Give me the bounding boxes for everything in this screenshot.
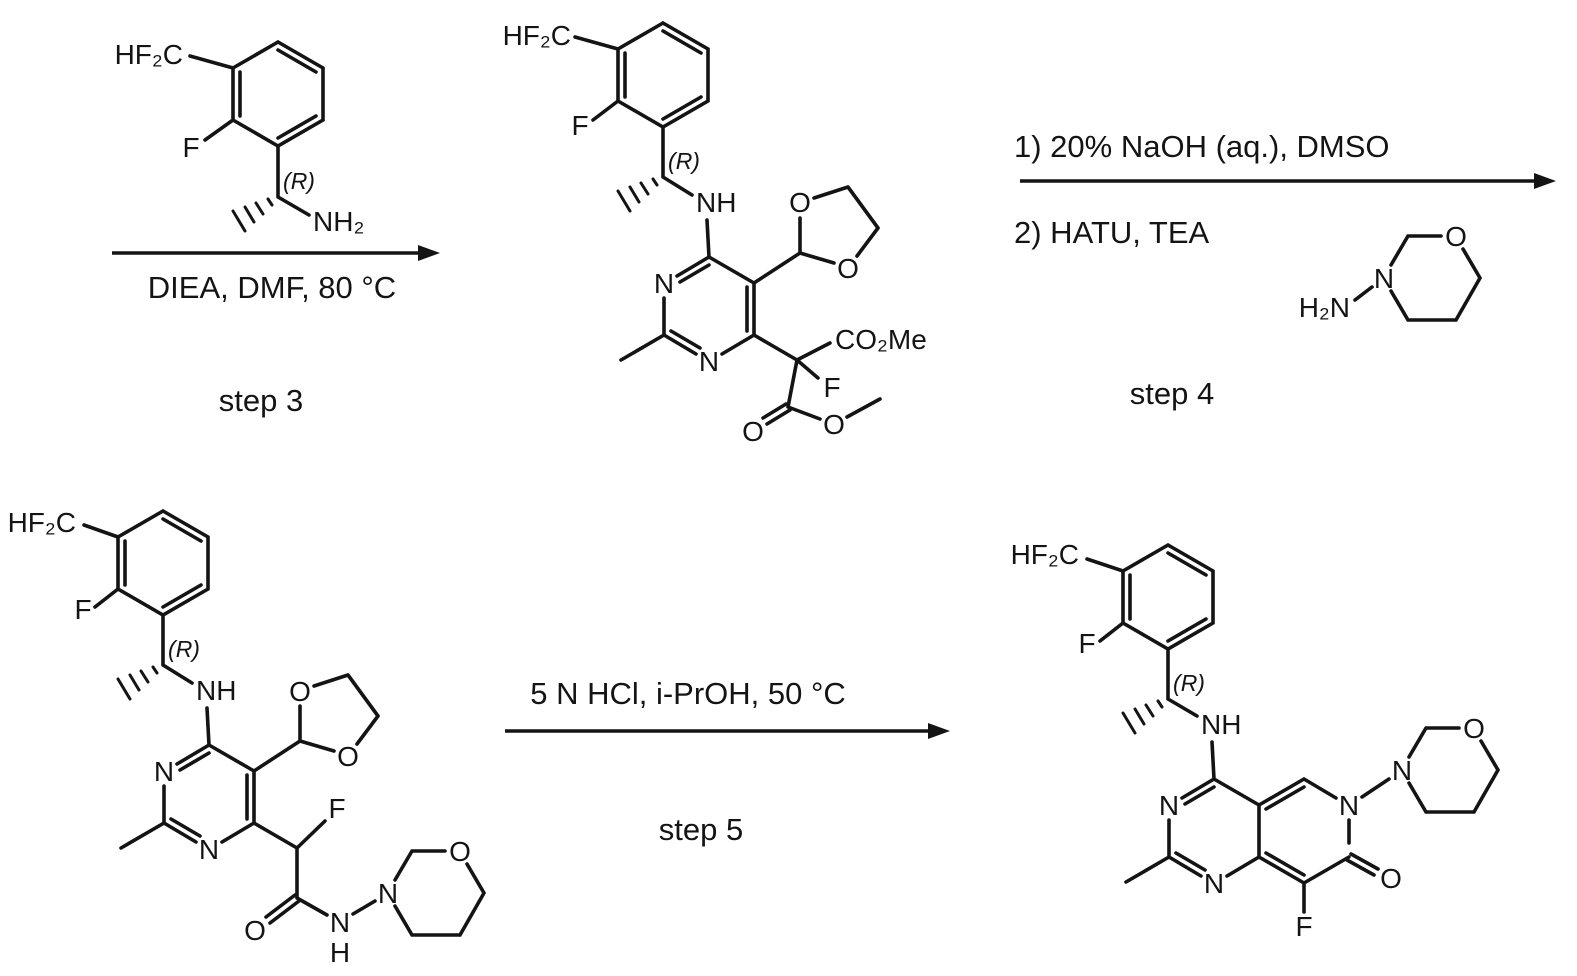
stereo-label-r: (R) [668,148,700,174]
atom-label-o-morpholine: O [449,836,471,867]
atom-label-f-malonate: F [823,372,840,403]
atom-label-dioxolane-o2: O [837,253,859,284]
atom-label-hf2c: HF₂C [1011,539,1079,570]
structure-arylamine-reactant: HF₂C F (R) NH₂ [115,39,365,237]
double-bonds [623,29,792,426]
atom-label-o-morpholine: O [1463,713,1485,744]
atom-label-amide-h: H [330,937,350,968]
stereo-hash-bond [1121,699,1164,735]
atom-label-f: F [74,594,91,625]
atom-label-n1: N [699,346,719,377]
atom-label-hf2c: HF₂C [8,507,76,538]
step3-arrow-group: DIEA, DMF, 80 °C step 3 [112,245,440,418]
step5-arrow-head [928,723,950,739]
bond-framework [188,40,325,217]
step3-label: step 3 [219,383,303,418]
atom-label-f: F [1078,628,1095,659]
atom-label-n-morpholine: N [378,878,398,909]
atom-label-n-morpholine: N [1392,755,1412,786]
bond-framework [1085,543,1500,914]
atom-label-n3: N [1159,790,1179,821]
bond-framework [573,21,882,421]
atom-label-nh: NH [196,675,236,706]
step5-conditions: 5 N HCl, i-PrOH, 50 °C [530,676,846,711]
stereo-hash-bond [231,197,274,233]
double-bonds [123,517,301,925]
structure-diester-intermediate: HF₂C F (R) NH N N O O CO₂Me F O O [503,20,927,447]
stereo-label-r: (R) [283,168,315,194]
step4-conditions-line1: 1) 20% NaOH (aq.), DMSO [1014,129,1390,164]
atom-label-lactam-o: O [1380,863,1402,894]
atom-label-dioxolane-o1: O [789,187,811,218]
atom-label-hf2c: HF₂C [115,39,183,70]
step4-arrow-head [1534,173,1556,189]
atom-label-nh: NH [696,187,736,218]
atom-label-hf2c: HF₂C [503,20,571,51]
atom-label-n1: N [199,834,219,865]
atom-label-ester-o: O [823,409,845,440]
step3-conditions: DIEA, DMF, 80 °C [148,270,396,305]
bond-framework [82,509,486,937]
atom-label-carbonyl-o: O [244,915,266,946]
atom-label-f8: F [1295,911,1312,942]
stereo-label-r: (R) [168,636,200,662]
atom-label-nh: NH [1201,709,1241,740]
atom-label-amide-n: N [330,907,350,938]
double-bonds [238,48,318,140]
atom-label-n-morpholine: N [1374,263,1394,294]
atom-label-nh2: NH₂ [313,206,364,237]
bond-framework [1353,234,1482,322]
step4-label: step 4 [1130,376,1214,411]
step4-conditions-line2: 2) HATU, TEA [1014,215,1210,250]
atom-label-n6: N [1339,790,1359,821]
atom-label-n3: N [654,268,674,299]
atom-label-h2n: H₂N [1299,292,1350,323]
step5-arrow-group: 5 N HCl, i-PrOH, 50 °C step 5 [505,676,950,847]
atom-label-f: F [182,132,199,163]
structure-morpholinoamine-reagent: H₂N N O [1299,221,1482,323]
step3-arrow-head [418,245,440,261]
atom-label-dioxolane-o1: O [289,676,311,707]
double-bonds [1128,551,1380,877]
structure-pyridopyrimidinone-product: HF₂C F (R) NH N N N O F N O [1011,539,1500,942]
stereo-label-r: (R) [1173,670,1205,696]
atom-label-co2me: CO₂Me [835,324,927,355]
atom-label-o-morpholine: O [1445,221,1467,252]
atom-label-dioxolane-o2: O [337,741,359,772]
structure-morpholine-amide-intermediate: HF₂C F (R) NH N N O O F O N H N O [8,507,486,968]
atom-label-n1: N [1204,868,1224,899]
atom-label-n3: N [154,756,174,787]
atom-label-f-ch: F [328,793,345,824]
step4-arrow-group: 1) 20% NaOH (aq.), DMSO 2) HATU, TEA ste… [1014,129,1556,411]
atom-label-carbonyl-o: O [742,416,764,447]
stereo-hash-bond [116,665,159,701]
atom-label-f: F [571,110,588,141]
stereo-hash-bond [616,177,659,213]
step5-label: step 5 [659,812,743,847]
